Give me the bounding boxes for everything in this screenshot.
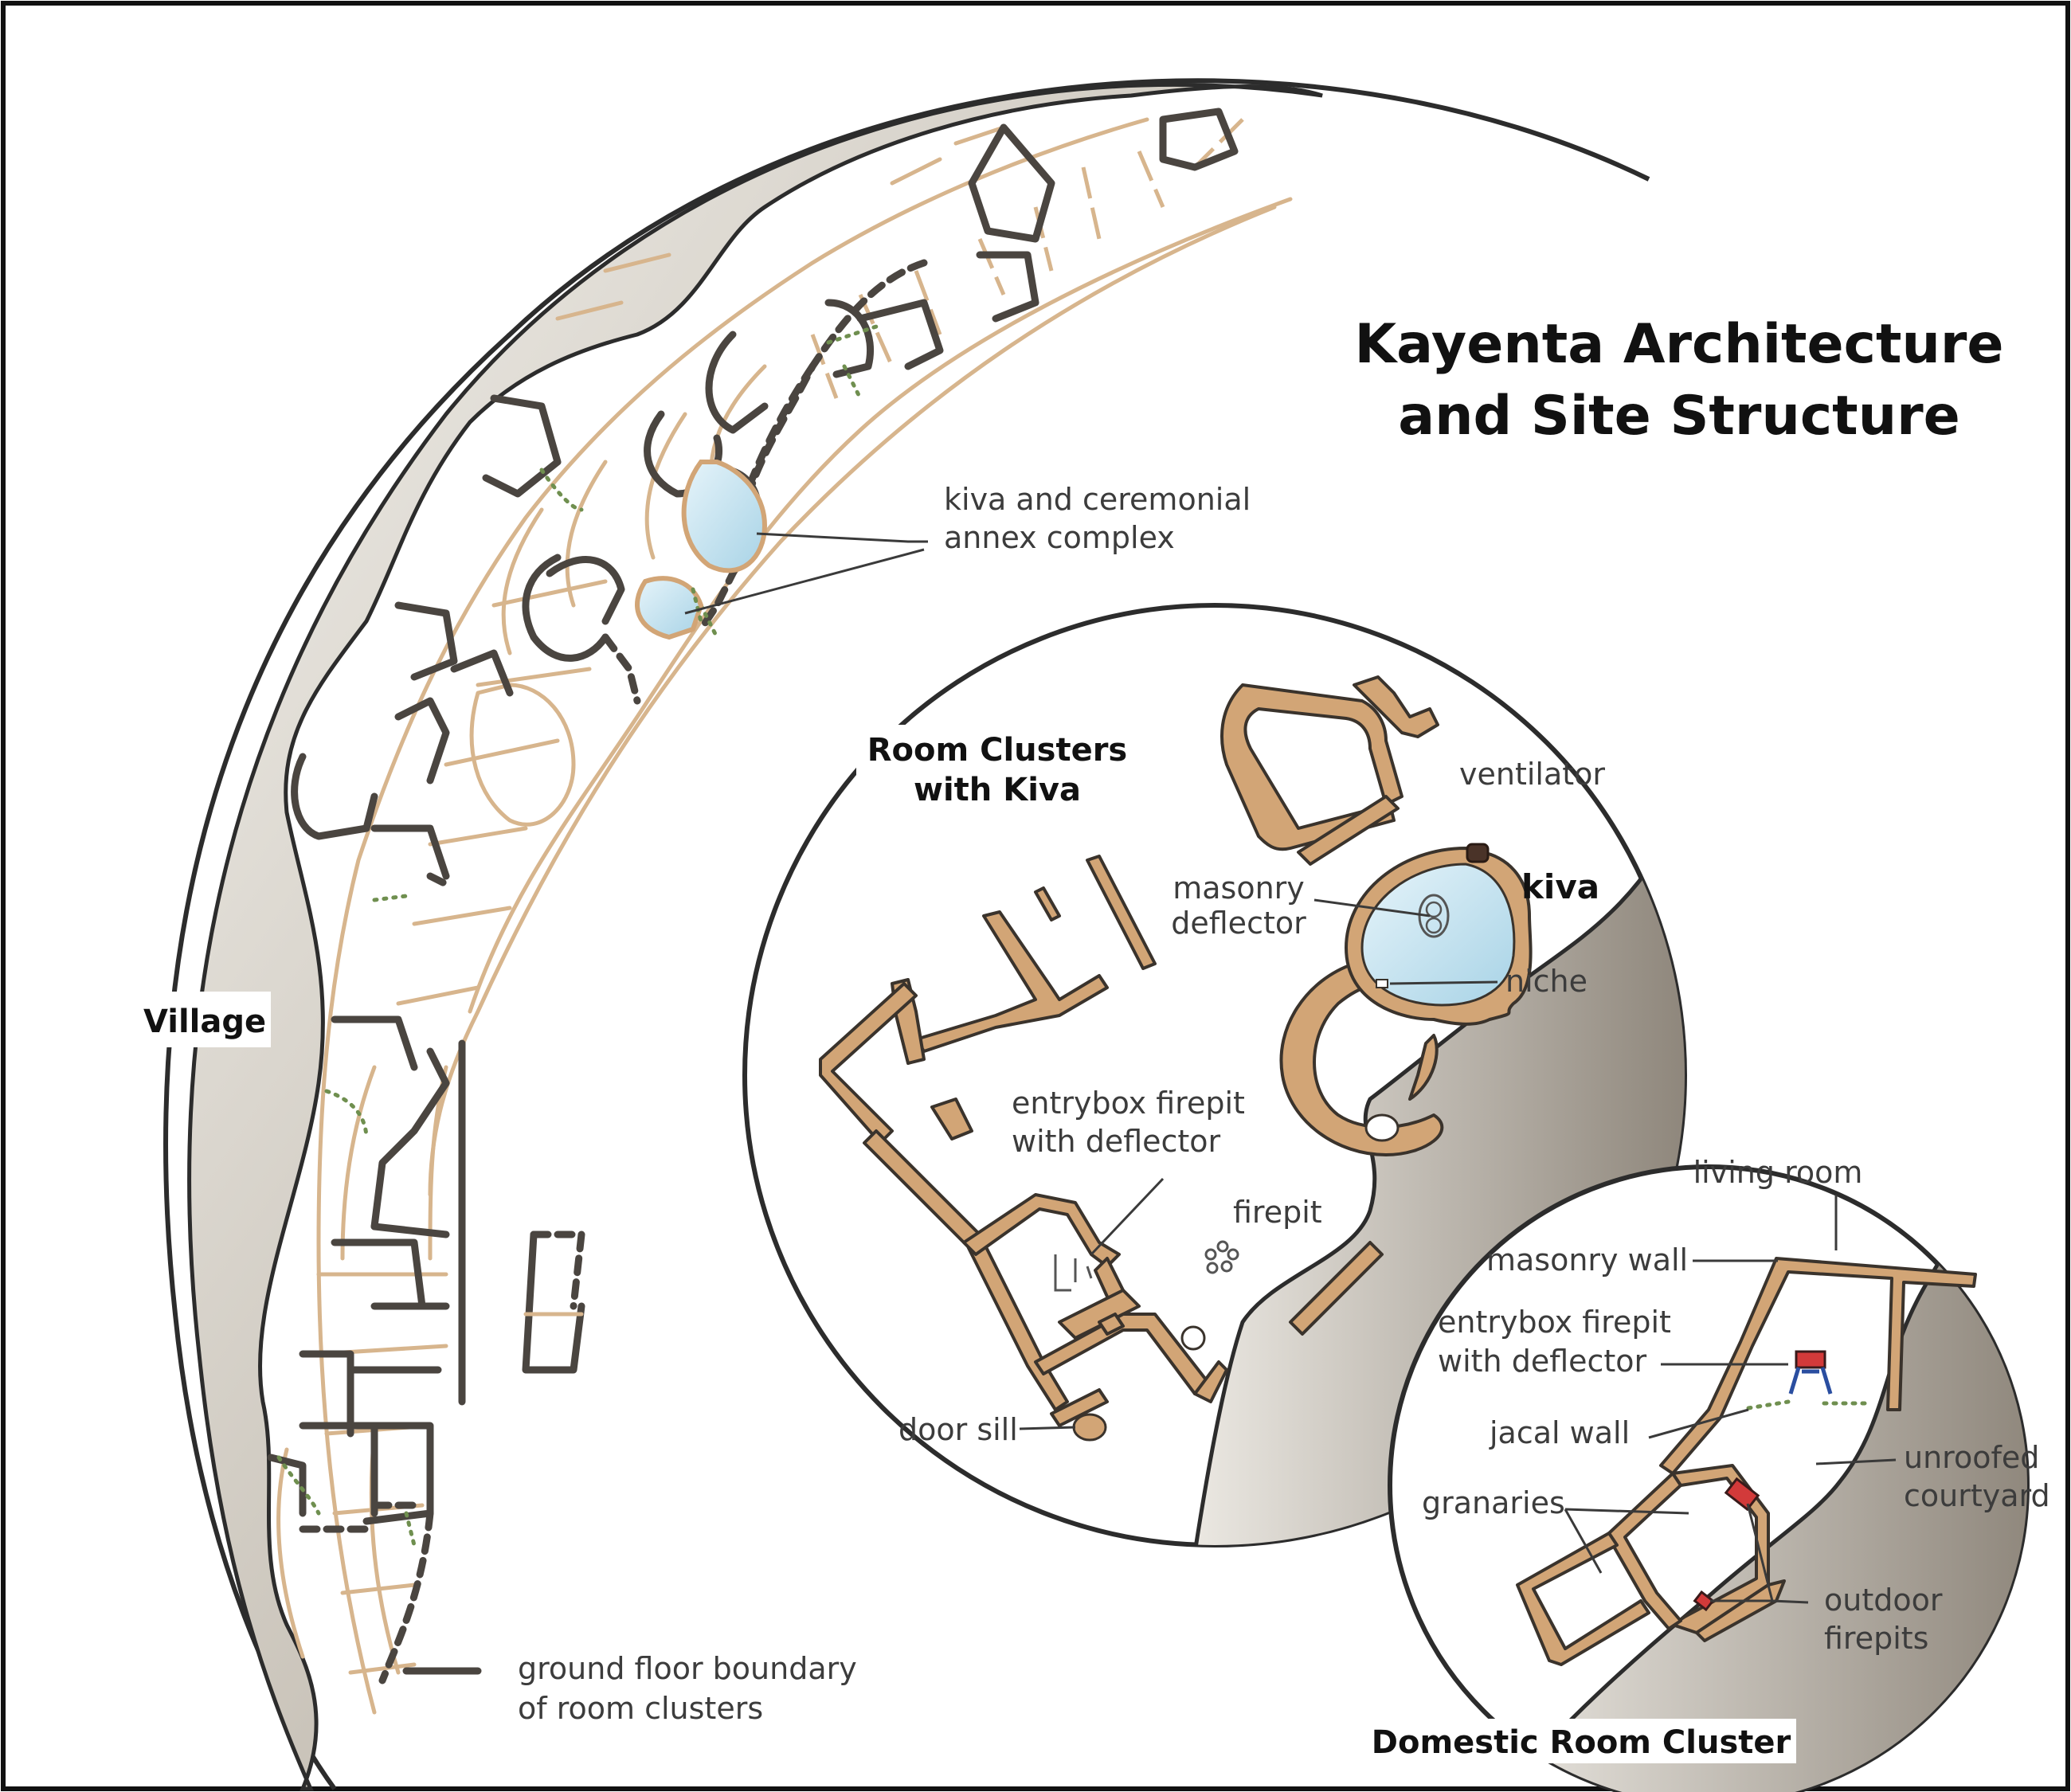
niche-label: niche — [1505, 964, 1588, 999]
outdoor-firepit-2 — [1693, 1590, 1715, 1612]
kiva-structure — [1344, 843, 1533, 1026]
entrybox-leader — [1090, 1177, 1165, 1256]
domestic-heading: Domestic Room Cluster — [1372, 1724, 1791, 1761]
domestic-heading-box — [1366, 1719, 1796, 1763]
masonry-deflector-symbol — [1418, 894, 1450, 938]
legend-line1: ground floor boundary — [518, 1651, 857, 1686]
kiva-annex-leader — [684, 532, 928, 615]
domestic-room-cluster-view: living room masonry wall entrybox firepi… — [1366, 1155, 2050, 1792]
room-clusters-small-pit — [1180, 1325, 1206, 1351]
outdoor-firepit-1 — [1724, 1477, 1760, 1512]
page-title-line2: and Site Structure — [1398, 385, 1960, 448]
domestic-entrybox-line2: with deflector — [1438, 1344, 1647, 1379]
unroofed-courtyard-line1: unroofed — [1904, 1440, 2039, 1475]
village-kivas — [635, 460, 768, 640]
entrybox-label-line2: with deflector — [1012, 1124, 1221, 1159]
outdoor-firepits-leader — [1710, 1503, 1809, 1604]
outdoor-firepits-line2: firepits — [1824, 1621, 1928, 1656]
entrybox-label-line1: entrybox firepit — [1012, 1086, 1245, 1121]
entrybox-firepit-symbol — [1054, 1254, 1093, 1292]
room-clusters-walls — [819, 675, 1444, 1427]
door-sill-leader — [1019, 1426, 1076, 1430]
kiva-label: kiva — [1521, 867, 1599, 906]
village-cliff — [187, 83, 1323, 1791]
outdoor-firepits-line1: outdoor — [1824, 1583, 1943, 1618]
ventilator-shaft — [1466, 843, 1490, 863]
niche-leader — [1389, 980, 1498, 985]
masonry-deflector-line2: deflector — [1171, 906, 1306, 941]
jacal-wall-leader — [1648, 1408, 1749, 1439]
kiva-niche — [1376, 979, 1388, 988]
room-clusters-heading-box — [856, 725, 1139, 816]
village-jacal-walls — [276, 324, 879, 1547]
village-label: Village — [143, 1004, 266, 1040]
unroofed-courtyard-leader — [1815, 1458, 1897, 1465]
granaries-label: granaries — [1422, 1485, 1565, 1520]
domestic-entrybox-firepit — [1788, 1350, 1833, 1395]
village-view: kiva and ceremonial annex complex Villag… — [135, 78, 1650, 1791]
room-clusters-heading-line2: with Kiva — [914, 772, 1081, 808]
kiva-annex-label-line2: annex complex — [944, 520, 1175, 555]
masonry-wall-label: masonry wall — [1486, 1242, 1688, 1277]
domestic-walls — [1516, 1257, 1977, 1666]
kiva-annex-label-line1: kiva and ceremonial — [944, 482, 1251, 517]
domestic-jacal-left — [1746, 1399, 1791, 1411]
unroofed-courtyard-line2: courtyard — [1904, 1478, 2050, 1513]
living-room-label: living room — [1693, 1155, 1863, 1190]
door-sill-symbol — [1072, 1413, 1107, 1442]
room-clusters-heading-line1: Room Clusters — [867, 732, 1128, 769]
room-clusters-oval-pit — [1364, 1113, 1400, 1142]
village-kiva-lower — [635, 576, 704, 640]
village-kiva-upper — [681, 460, 768, 573]
firepit-symbol — [1204, 1240, 1239, 1274]
masonry-deflector-leader — [1313, 898, 1431, 918]
granaries-leader — [1564, 1508, 1689, 1574]
masonry-deflector-line1: masonry — [1173, 871, 1305, 906]
jacal-wall-label: jacal wall — [1489, 1415, 1630, 1450]
village-circle-outline — [163, 78, 1650, 1790]
door-sill-label: door sill — [898, 1412, 1018, 1447]
domestic-entrybox-line1: entrybox firepit — [1438, 1305, 1671, 1340]
ventilator-label: ventilator — [1459, 757, 1605, 792]
page-title-line1: Kayenta Architecture — [1354, 313, 2003, 376]
village-label-box — [135, 992, 271, 1047]
firepit-label: firepit — [1233, 1195, 1322, 1230]
legend-line2: of room clusters — [518, 1691, 763, 1726]
